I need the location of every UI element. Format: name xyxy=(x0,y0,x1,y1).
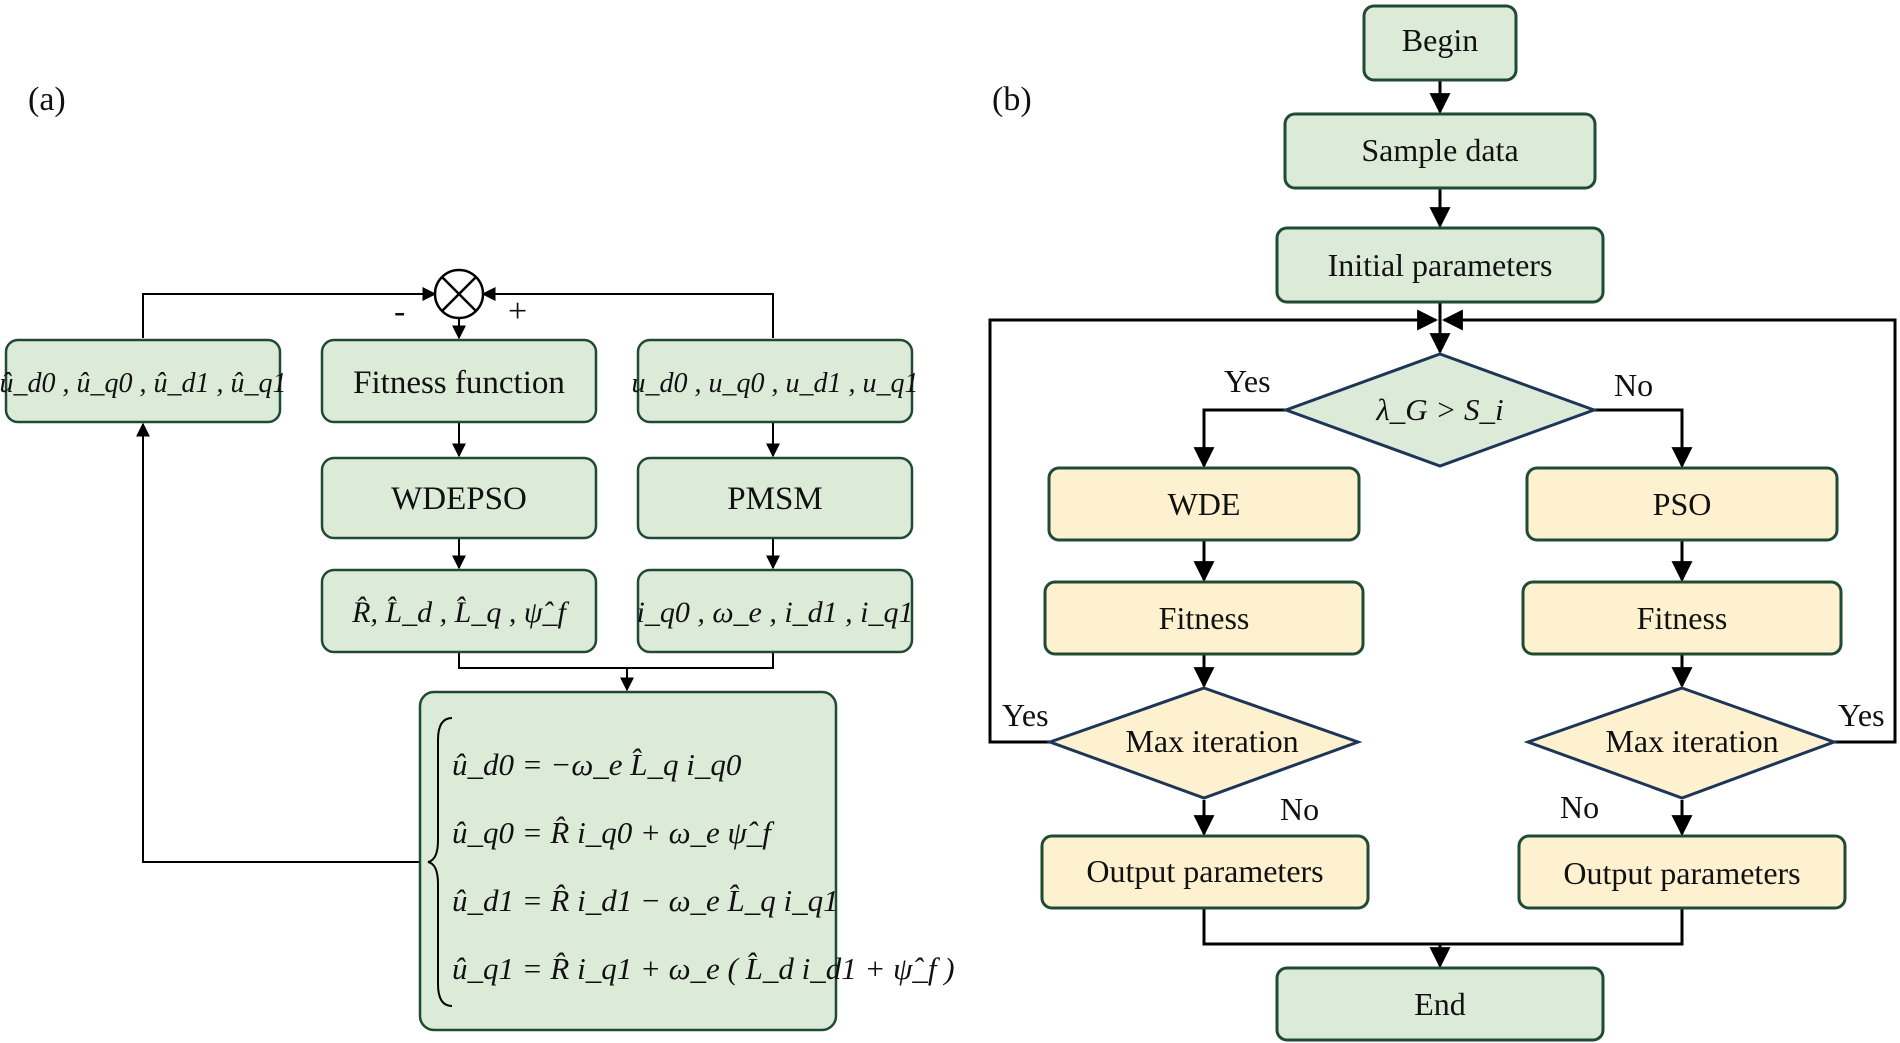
panel-a: (a) - + xyxy=(0,81,955,1032)
sample-data-box: Sample data xyxy=(1283,112,1597,190)
condition-diamond: λ_G > S_i xyxy=(1281,352,1599,468)
measured-voltages-label: u_d0 , u_q0 , u_d1 , u_q1 xyxy=(632,368,919,399)
panel-a-label: (a) xyxy=(28,81,66,118)
condition-label: λ_G > S_i xyxy=(1375,392,1503,427)
yes-left-label: Yes xyxy=(1224,363,1271,399)
wde-label: WDE xyxy=(1168,486,1241,522)
fitness-left-box: Fitness xyxy=(1043,580,1365,656)
equation-2: û_q0 = R̂ i_q0 + ω_e ψ̂_f xyxy=(452,815,775,850)
max-iteration-left-label: Max iteration xyxy=(1125,723,1298,759)
measured-signals-label: i_q0 , ω_e , i_d1 , i_q1 xyxy=(636,596,913,629)
panel-b: (b) Begin xyxy=(988,4,1900,1042)
right-loop-edge xyxy=(1441,309,1897,744)
panel-b-label: (b) xyxy=(992,81,1032,118)
end-label: End xyxy=(1414,986,1466,1022)
output-left-label: Output parameters xyxy=(1086,853,1323,889)
end-box: End xyxy=(1275,966,1605,1042)
pmsm-box: PMSM xyxy=(636,456,914,540)
summing-junction: - + xyxy=(394,268,527,330)
fitness-right-label: Fitness xyxy=(1637,600,1728,636)
output-right-label: Output parameters xyxy=(1563,855,1800,891)
wdepso-box: WDEPSO xyxy=(320,456,598,540)
estimated-voltages-label: û_d0 , û_q0 , û_d1 , û_q1 xyxy=(0,368,287,399)
no-left-label: No xyxy=(1280,791,1319,827)
equation-1: û_d0 = −ω_e L̂_q i_q0 xyxy=(452,747,742,782)
estimated-params-box: R̂, L̂_d , L̂_q , ψ̂_f xyxy=(320,568,598,654)
max-iteration-left-diamond: Max iteration xyxy=(1045,686,1363,800)
output-right-box: Output parameters xyxy=(1517,834,1847,910)
edge-mask xyxy=(1896,318,1900,744)
fitness-function-box: Fitness function xyxy=(320,338,598,424)
loop-yes-left-label: Yes xyxy=(1002,697,1049,733)
loop-yes-right-label: Yes xyxy=(1838,697,1885,733)
fitness-function-label: Fitness function xyxy=(353,365,565,401)
equation-3: û_d1 = R̂ i_d1 − ω_e L̂_q i_q1 xyxy=(452,883,839,918)
initial-parameters-box: Initial parameters xyxy=(1275,226,1605,304)
junction-plus: + xyxy=(508,293,527,330)
no-right-bottom-label: No xyxy=(1560,789,1599,825)
fitness-right-box: Fitness xyxy=(1521,580,1843,656)
equation-4: û_q1 = R̂ i_q1 + ω_e ( L̂_d i_d1 + ψ̂_f … xyxy=(452,951,955,986)
estimated-params-label: R̂, L̂_d , L̂_q , ψ̂_f xyxy=(351,596,569,629)
sample-data-label: Sample data xyxy=(1361,132,1518,168)
wde-box: WDE xyxy=(1047,466,1361,542)
begin-label: Begin xyxy=(1402,22,1478,58)
pso-box: PSO xyxy=(1525,466,1839,542)
pmsm-label: PMSM xyxy=(727,481,822,517)
measured-signals-box: i_q0 , ω_e , i_d1 , i_q1 xyxy=(636,568,914,654)
estimated-voltages-box: û_d0 , û_q0 , û_d1 , û_q1 xyxy=(0,338,287,424)
initial-parameters-label: Initial parameters xyxy=(1328,247,1553,283)
pso-label: PSO xyxy=(1653,486,1712,522)
equations-brace xyxy=(427,717,453,1007)
max-iteration-right-diamond: Max iteration xyxy=(1523,686,1839,800)
begin-box: Begin xyxy=(1362,4,1518,82)
measured-voltages-box: u_d0 , u_q0 , u_d1 , u_q1 xyxy=(632,338,919,424)
no-right-label: No xyxy=(1614,367,1653,403)
wdepso-label: WDEPSO xyxy=(391,481,527,517)
max-iteration-right-label: Max iteration xyxy=(1605,723,1778,759)
panel-a-connectors xyxy=(136,287,780,863)
fitness-left-label: Fitness xyxy=(1159,600,1250,636)
output-left-box: Output parameters xyxy=(1040,834,1370,910)
voltage-equations-box: û_d0 = −ω_e L̂_q i_q0 û_q0 = R̂ i_q0 + ω… xyxy=(418,690,955,1032)
junction-minus: - xyxy=(394,293,405,330)
